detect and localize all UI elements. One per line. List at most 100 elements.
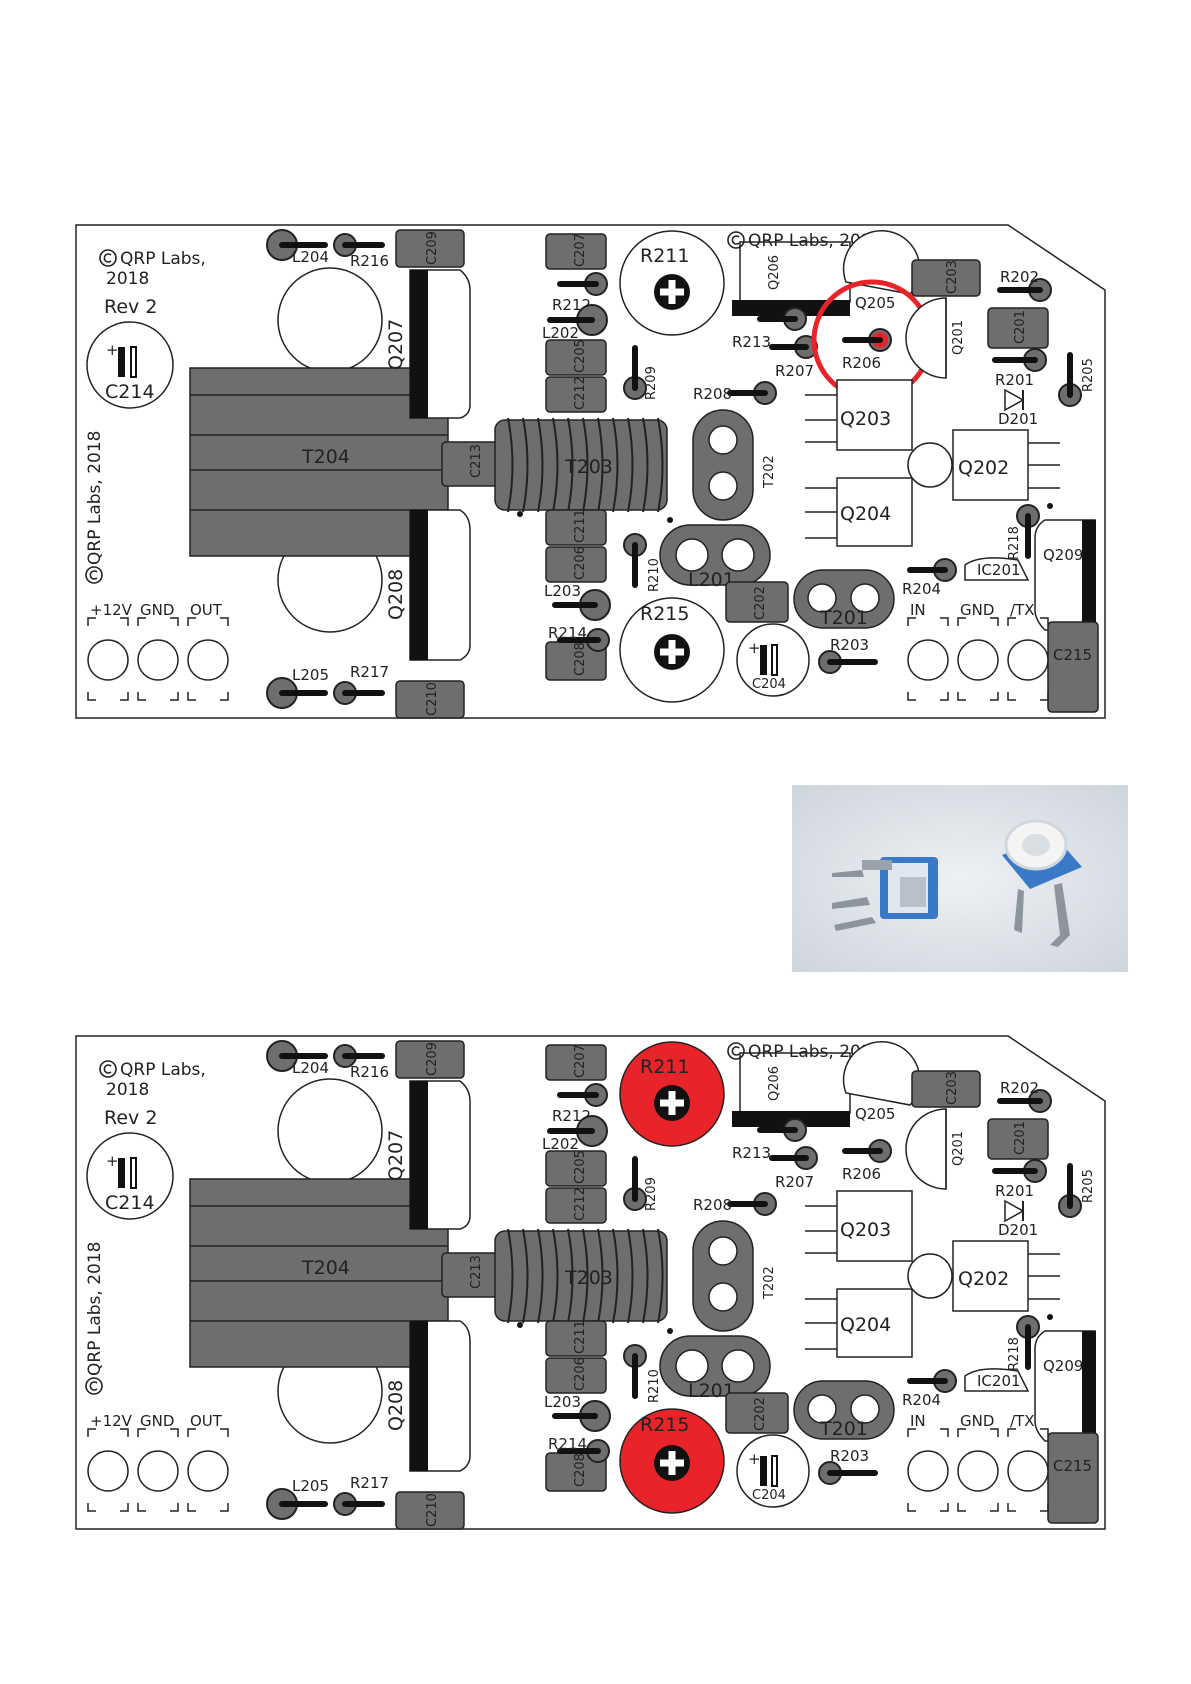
label-r217: R217 [350, 1474, 389, 1492]
label-r213: R213 [732, 333, 771, 351]
copyright-top: QRP Labs, 2018 [748, 1042, 882, 1062]
label-l204: L204 [292, 1059, 329, 1077]
c214-plate-1 [118, 1158, 125, 1188]
label-r216: R216 [350, 1063, 389, 1081]
c214-plus: + [106, 1152, 119, 1170]
connector-out-pad [187, 639, 229, 681]
connector-gnd-left-bracket-bottom [137, 692, 179, 701]
label-r203: R203 [830, 1447, 869, 1465]
c203-body [911, 259, 981, 297]
label-r206: R206 [842, 1165, 881, 1183]
label-r218: R218 [1007, 526, 1022, 560]
label-c202: C202 [753, 586, 768, 620]
q202-outline [952, 1240, 1029, 1312]
c204-plate-1 [760, 645, 767, 675]
t203-winding-4 [567, 1228, 574, 1324]
label-r209: R209 [644, 366, 659, 400]
label-r217: R217 [350, 663, 389, 681]
label-r202: R202 [1000, 1079, 1039, 1097]
trimmer-top-icon [1002, 819, 1082, 947]
copyright-icon-c [103, 253, 112, 263]
l201-hole-1 [675, 1349, 709, 1383]
connector-gnd-left-pad [137, 1450, 179, 1492]
c212-body [545, 1187, 607, 1224]
t203-winding-6 [597, 1228, 604, 1324]
q206-outline [739, 1052, 851, 1114]
label-ic201: IC201 [977, 1372, 1021, 1390]
connector-12v-pad [87, 639, 129, 681]
connector-gnd-right-label: GND [960, 601, 994, 619]
t203-winding-7 [612, 1228, 619, 1324]
copyright-top-icon [727, 231, 745, 249]
copyright-side-icon-c [89, 570, 98, 580]
l201-hole-1 [675, 538, 709, 572]
label-t201: T201 [819, 1418, 868, 1440]
label-l203: L203 [544, 1393, 581, 1411]
label-r204: R204 [902, 1391, 941, 1409]
label-q201: Q201 [951, 1131, 966, 1166]
connector-gnd-right-label: GND [960, 1412, 994, 1430]
c209-body [395, 1040, 465, 1079]
q202-hole [907, 442, 953, 488]
label-q203: Q203 [840, 1219, 891, 1241]
label-q205: Q205 [855, 294, 895, 312]
c210-body [395, 1491, 465, 1530]
c204-plus: + [748, 1450, 761, 1468]
copyright-icon [99, 249, 117, 267]
label-q208: Q208 [385, 1380, 407, 1431]
c210-body [395, 680, 465, 719]
label-r203: R203 [830, 636, 869, 654]
c215-body [1047, 621, 1099, 713]
t202-hole-2 [708, 1282, 738, 1312]
connector-12v-pad [87, 1450, 129, 1492]
label-c215: C215 [1053, 646, 1092, 664]
label-q205: Q205 [855, 1105, 895, 1123]
t203-winding-5 [582, 417, 589, 513]
label-t203: T203 [564, 456, 613, 478]
label-r210: R210 [647, 1369, 662, 1403]
t202-hole-2 [708, 471, 738, 501]
c204-plate-2 [771, 644, 778, 676]
label-c205: C205 [573, 1150, 588, 1184]
label-d201: D201 [998, 410, 1038, 428]
connector-12v-bracket-top [87, 617, 129, 626]
label-r207: R207 [775, 362, 814, 380]
t203-winding-9 [642, 417, 649, 513]
copyright-icon [99, 1060, 117, 1078]
t203-winding-5 [582, 1228, 589, 1324]
label-l201: L201 [688, 569, 735, 591]
revision-label: Rev 2 [104, 1107, 157, 1129]
connector-tx-bracket-top [1007, 617, 1049, 626]
label-c212: C212 [573, 376, 588, 410]
label-d201: D201 [998, 1221, 1038, 1239]
label-c209: C209 [425, 1042, 440, 1076]
label-t203: T203 [564, 1267, 613, 1289]
label-c204: C204 [752, 1488, 786, 1503]
c214-plate-1 [118, 347, 125, 377]
t201-hole-2 [850, 583, 880, 613]
label-r209: R209 [644, 1177, 659, 1211]
label-c214: C214 [105, 1192, 155, 1214]
label-r211: R211 [640, 245, 689, 267]
t203-winding-1 [522, 417, 529, 513]
label-l202: L202 [542, 324, 579, 342]
t201-hole-1 [807, 583, 837, 613]
connector-in-bracket-top [907, 1428, 949, 1437]
q204-outline [836, 477, 913, 547]
label-c214: C214 [105, 381, 155, 403]
connector-tx-pad [1007, 1450, 1049, 1492]
c214-plus: + [106, 341, 119, 359]
connector-gnd-right-bracket-top [957, 617, 999, 626]
label-r211: R211 [640, 1056, 689, 1078]
connector-gnd-left-bracket-top [137, 617, 179, 626]
l201-dot [667, 517, 673, 523]
label-t202: T202 [762, 455, 777, 489]
label-c201: C201 [1013, 1121, 1028, 1155]
copyright-side: QRP Labs, 2018 [85, 1242, 105, 1376]
label-c202: C202 [753, 1397, 768, 1431]
t201-hole-1 [807, 1394, 837, 1424]
r211-slot-v [668, 280, 676, 304]
label-r206: R206 [842, 354, 881, 372]
trimmer-side-icon [832, 857, 938, 931]
